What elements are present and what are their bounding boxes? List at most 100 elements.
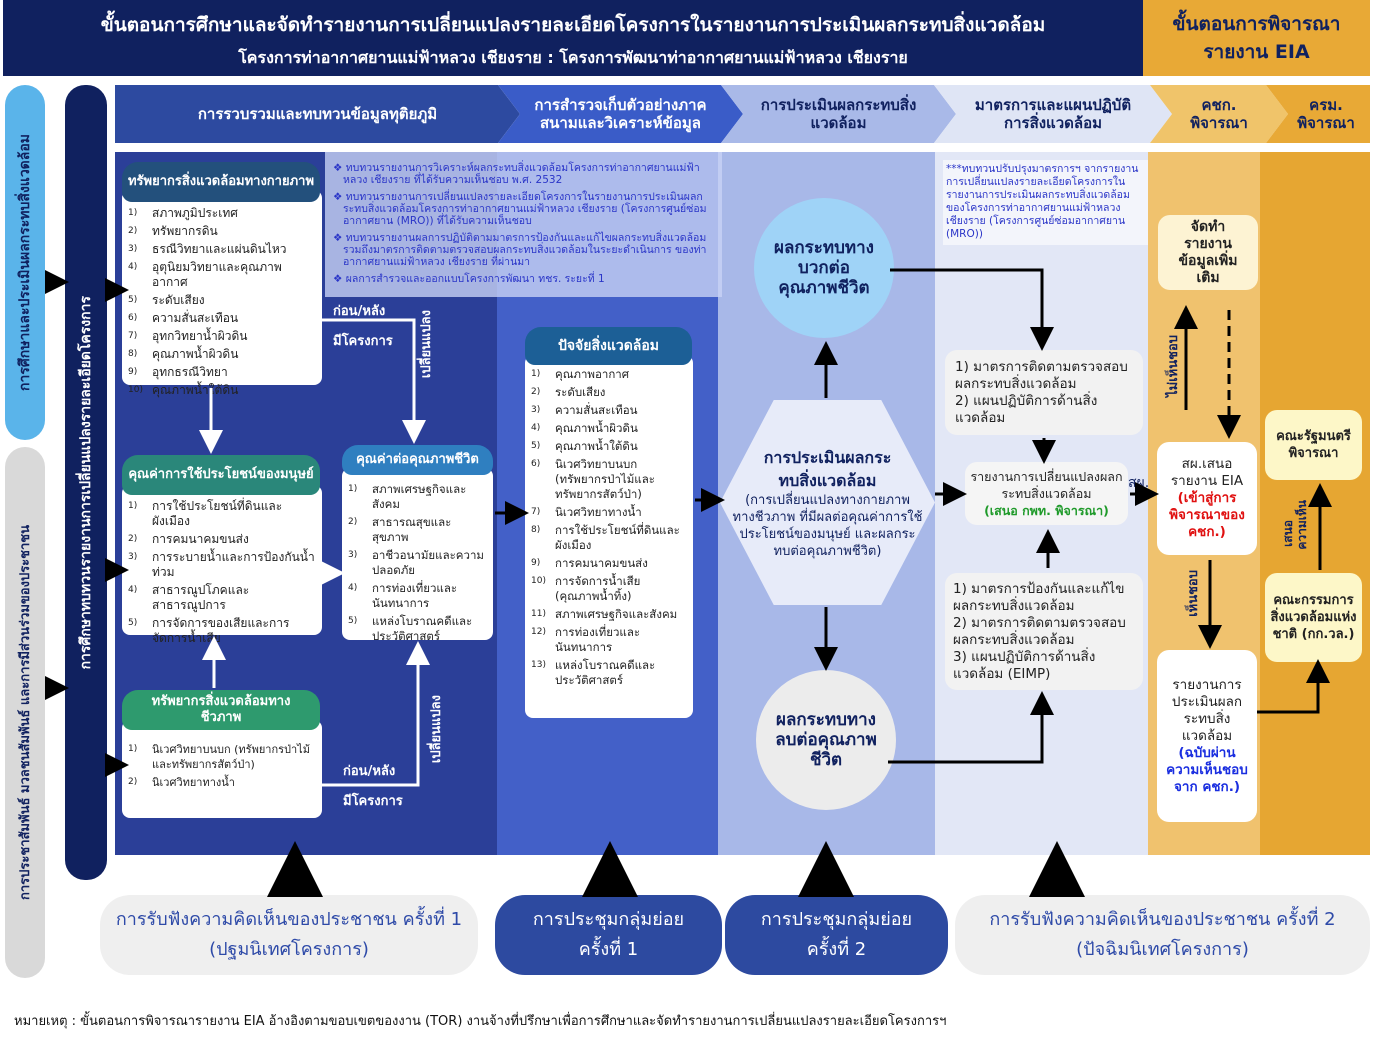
step-4: มาตรการและแผนปฏิบัติการสิ่งแวดล้อม <box>934 85 1172 143</box>
focus-group-2: การประชุมกลุ่มย่อยครั้งที่ 2 <box>725 895 948 975</box>
item-label: ระดับเสียง <box>152 293 205 307</box>
list-item: 4)อุตุนิยมวิทยาและคุณภาพอากาศ <box>128 260 316 290</box>
side-tab-study: การศึกษาและประเมินผลกระทบสิ่งแวดล้อม <box>5 85 45 440</box>
item-label: การคมนาคมขนส่ง <box>152 532 249 546</box>
item-number: 2) <box>531 387 541 397</box>
list-item: 4) สาธารณูปโภคและสาธารณูปการ <box>128 583 316 613</box>
item-number: 2) <box>128 226 138 236</box>
meeting-subtitle: ครั้งที่ 1 <box>578 939 639 960</box>
list-item: 4)คุณภาพน้ำผิวดิน <box>531 421 687 436</box>
item-number: 4) <box>128 585 138 595</box>
item-number: 3) <box>531 405 541 415</box>
list-item: 8) คุณภาพน้ำผิวดิน <box>128 347 316 362</box>
item-number: 11) <box>531 609 546 619</box>
item-label: การใช้ประโยชน์ที่ดินและผังเมือง <box>152 499 283 528</box>
step-5: คชก. พิจารณา <box>1150 85 1288 143</box>
measures-note: ***ทบทวนปรับปรุงมาตรการฯ จากรายงานการเปล… <box>943 160 1148 245</box>
human-use-list: 1) การใช้ประโยชน์ที่ดินและผังเมือง 2) การคม… <box>122 485 322 645</box>
measure-item: 2) แผนปฏิบัติการด้านสิ่งแวดล้อม <box>955 392 1098 426</box>
item-number: 1) <box>128 501 138 511</box>
meeting-subtitle: ครั้งที่ 2 <box>806 939 867 960</box>
list-item: 6)นิเวศวิทยาบนบก (ทรัพยากรป่าไม้และทรัพย… <box>531 457 687 502</box>
item-label: ธรณีวิทยาและแผ่นดินไหว <box>152 242 287 256</box>
item-number: 1) <box>531 369 541 379</box>
assessment-title: การประเมินผลกระทบสิ่งแวดล้อม <box>763 447 892 490</box>
step-1: การรวบรวมและทบทวนข้อมูลทุติยภูมิ <box>115 85 520 143</box>
item-label: อุทกวิทยาน้ำผิวดิน <box>152 329 248 343</box>
public-hearing-2: การรับฟังความคิดเห็นของประชาชน ครั้งที่ … <box>955 895 1370 975</box>
onep-submit-note: (เข้าสู่การพิจารณาของ คชก.) <box>1169 490 1245 540</box>
meeting-subtitle: (ปัจฉิมนิเทศโครงการ) <box>1076 939 1249 960</box>
item-label: คุณภาพน้ำผิวดิน <box>152 347 239 361</box>
final-report-note: (ฉบับผ่านความเห็นชอบจาก คชก.) <box>1166 744 1248 795</box>
item-number: 2) <box>128 777 138 787</box>
item-label: สาธารณสุขและสุขภาพ <box>372 515 452 544</box>
item-number: 9) <box>128 367 138 377</box>
step-3: การประเมินผลกระทบสิ่งแวดล้อม <box>721 85 956 143</box>
item-number: 9) <box>531 558 541 568</box>
item-label: สาธารณูปโภคและสาธารณูปการ <box>152 583 250 612</box>
list-item: 11)สภาพเศรษฐกิจและสังคม <box>531 607 687 622</box>
measure-item: 2) มาตรการติดตามตรวจสอบผลกระทบสิ่งแวดล้อ… <box>953 614 1126 648</box>
item-number: 6) <box>128 313 138 323</box>
item-number: 10) <box>531 576 546 586</box>
item-number: 4) <box>531 423 541 433</box>
item-number: 6) <box>531 459 541 469</box>
list-item: 2) ทรัพยากรดิน <box>128 224 316 239</box>
onep-submit-title: สผ.เสนอรายงาน EIA <box>1170 456 1244 489</box>
eia-header-subtitle: รายงาน EIA <box>1203 41 1310 63</box>
item-label: แหล่งโบราณคดีและประวัติศาสตร์ <box>555 658 656 687</box>
side-tab-participation: การประชาสัมพันธ์ มวลชนสัมพันธ์ และการมีส… <box>5 447 45 978</box>
arrow <box>890 268 1054 351</box>
list-item: 7)นิเวศวิทยาทางน้ำ <box>531 505 687 520</box>
biological-list: 1)นิเวศวิทยาบนบก (ทรัพยากรป่าไม้และทรัพย… <box>122 720 322 818</box>
item-number: 1) <box>128 744 138 754</box>
list-item: 4)การท่องเที่ยวและนันทนาการ <box>348 581 487 611</box>
item-number: 3) <box>128 552 138 562</box>
step-label: การประเมินผลกระทบสิ่งแวดล้อม <box>760 96 917 132</box>
positive-impact: ผลกระทบทางบวกต่อคุณภาพชีวิต <box>754 198 894 338</box>
change-report-note: (เสนอ กพท. พิจารณา) <box>984 503 1109 518</box>
meeting-title: การประชุมกลุ่มย่อย <box>760 909 913 930</box>
item-number: 12) <box>531 627 546 637</box>
item-number: 10) <box>128 385 143 395</box>
list-item: 1)นิเวศวิทยาบนบก (ทรัพยากรป่าไม้และทรัพย… <box>128 742 316 772</box>
review-note: ❖ ทบทวนรายงานผลการปฏิบัติตามมาตรการป้องก… <box>333 232 707 268</box>
item-number: 3) <box>128 244 138 254</box>
final-report: รายงานการประเมินผลกระทบสิ่งแวดล้อม (ฉบับ… <box>1157 650 1257 822</box>
item-label: ทรัพยากรดิน <box>152 224 218 238</box>
measures-bottom: 1) มาตรการป้องกันและแก้ไขผลกระทบสิ่งแวดล… <box>945 573 1143 690</box>
item-label: การใช้ประโยชน์ที่ดินและผังเมือง <box>555 523 680 552</box>
list-item: 3) ธรณีวิทยาและแผ่นดินไหว <box>128 242 316 257</box>
item-label: การท่องเที่ยวและนันทนาการ <box>555 625 641 654</box>
item-number: 2) <box>128 534 138 544</box>
item-number: 8) <box>128 349 138 359</box>
list-item: 2)สาธารณสุขและสุขภาพ <box>348 515 487 545</box>
list-item: 9)การคมนาคมขนส่ง <box>531 556 687 571</box>
list-item: 12) การท่องเที่ยวและนันทนาการ <box>531 625 687 655</box>
quality-of-life-title: คุณค่าต่อคุณภาพชีวิต <box>342 445 493 475</box>
item-label: อุทกธรณีวิทยา <box>152 365 228 379</box>
list-item: 5)การจัดการของเสียและการจัดการน้ำเสีย <box>128 616 316 646</box>
list-item: 9) อุทกธรณีวิทยา <box>128 365 316 380</box>
step-label: ครม. พิจารณา <box>1297 96 1355 132</box>
item-label: สภาพภูมิประเทศ <box>152 206 238 220</box>
item-number: 5) <box>128 618 138 628</box>
list-item: 1)สภาพเศรษฐกิจและสังคม <box>348 482 487 512</box>
final-report-title: รายงานการประเมินผลกระทบสิ่งแวดล้อม <box>1171 676 1243 744</box>
change-report: รายงานการเปลี่ยนแปลงผลกระทบสิ่งแวดล้อม (… <box>965 462 1128 525</box>
side-tab-review: การศึกษาทบทวนรายงานการเปลี่ยนแปลงรายละเอ… <box>65 85 107 880</box>
step-label: มาตรการและแผนปฏิบัติการสิ่งแวดล้อม <box>974 96 1132 132</box>
list-item: 13)แหล่งโบราณคดีและประวัติศาสตร์ <box>531 658 687 688</box>
list-item: 3)การระบายน้ำและการป้องกันน้ำท่วม <box>128 550 316 580</box>
assessment-detail: (การเปลี่ยนแปลงทางกายภาพ ทางชีวภาพ ที่มี… <box>732 492 923 559</box>
neb-box: คณะกรรมการสิ่งแวดล้อมแห่งชาติ (กก.วล.) <box>1265 573 1362 662</box>
list-item: 3)ความสั่นสะเทือน <box>531 403 687 418</box>
list-item: 8)การใช้ประโยชน์ที่ดินและผังเมือง <box>531 523 687 553</box>
onep-submit: สผ.เสนอรายงาน EIA (เข้าสู่การพิจารณาของ … <box>1157 442 1257 555</box>
list-item: 7)อุทกวิทยาน้ำผิวดิน <box>128 329 316 344</box>
public-hearing-1: การรับฟังความคิดเห็นของประชาชน ครั้งที่ … <box>100 895 478 975</box>
